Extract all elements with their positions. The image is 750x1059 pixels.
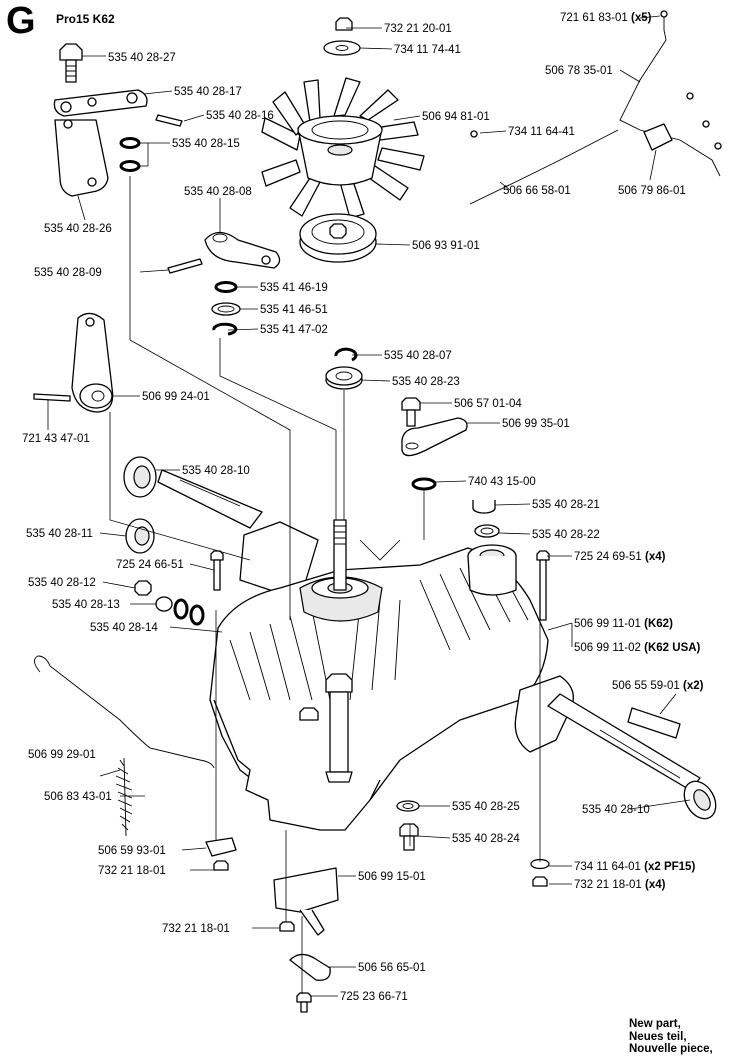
callout-label: 732 21 18-01 (x4) [574,879,666,891]
callout-label: 732 21 18-01 [98,865,166,877]
callout-label: 506 99 24-01 [142,391,210,403]
callout-label: 535 40 28-22 [532,529,600,541]
o-rings-part [119,137,141,172]
callout-label: 535 40 28-11 [26,528,93,540]
leader-lines [47,15,691,997]
rod-spring-part [34,655,215,837]
callout-label: 740 43 15-00 [468,476,536,488]
callout-label: 506 99 11-01 (K62) [574,618,673,630]
callout-label: 725 24 66-51 [116,559,184,571]
callout-label: 721 61 83-01 (x5) [560,12,652,24]
callout-label: 535 40 28-16 [206,110,274,122]
callout-label: 725 24 69-51 (x4) [574,551,666,563]
callout-label: 506 99 15-01 [358,871,426,883]
control-lever-part [33,312,114,413]
callout-label: 535 40 28-21 [532,499,600,511]
legend-line: Neues teil, [629,1030,687,1043]
callout-label: 535 40 28-27 [108,52,176,64]
callout-label: 535 40 28-07 [384,350,452,362]
washers-left-part [134,580,205,626]
long-bolts-part [210,550,550,621]
callout-label: 535 40 28-26 [44,223,112,235]
callout-label: 734 11 64-01 (x2 PF15) [574,861,695,873]
bracket-plate-part [54,119,109,197]
callout-label: 506 66 58-01 [503,185,571,197]
callout-label: 535 40 28-10 [582,804,650,816]
axle-right-part [547,693,717,820]
callout-label: 535 40 28-08 [184,186,252,198]
callout-label: 535 41 46-19 [260,282,328,294]
cooling-fan-part [261,77,425,219]
callout-label: 506 99 11-02 (K62 USA) [574,642,701,654]
callout-label: 535 41 47-02 [260,324,328,336]
callout-label: 506 99 29-01 [28,749,96,761]
ring-clip-parts [211,281,363,390]
callout-label: 732 21 20-01 [384,23,452,35]
seal-left-part [123,456,157,554]
new-part-legend: New part, Neues teil, Nouvelle piece, [629,1018,713,1056]
legend-line: New part, [629,1018,681,1030]
callout-label: 506 94 81-01 [422,111,490,123]
part-callouts: 732 21 20-01 734 11 74-41 721 61 83-01 (… [22,12,704,1003]
callout-label: 535 40 28-23 [392,376,460,388]
callout-label: 506 99 35-01 [502,418,570,430]
plug-washer-part [472,500,500,538]
callout-label: 734 11 64-41 [508,126,575,138]
callout-label: 725 23 66-71 [340,991,408,1003]
callout-label: 506 55 59-01 (x2) [612,680,704,692]
callout-label: 506 57 01-04 [454,398,522,410]
section-letter: G [6,0,36,42]
callout-label: 535 40 28-17 [174,86,242,98]
callout-label: 535 41 46-51 [260,304,328,316]
callout-label: 535 40 28-15 [172,138,240,150]
callout-label: 506 83 43-01 [44,791,112,803]
axle-left-part [157,469,263,529]
callout-label: 506 56 65-01 [358,962,426,974]
bolt-part [59,43,83,83]
callout-label: 506 59 93-01 [98,845,166,857]
shift-rod-part [469,10,722,205]
callout-label: 535 40 28-24 [452,833,520,845]
pulley-part [299,213,377,263]
legend-line: Nouvelle piece, [629,1043,713,1055]
callout-label: 721 43 47-01 [22,433,90,445]
callout-label: 732 21 18-01 [162,923,230,935]
callout-label: 734 11 74-41 [394,44,461,56]
callout-label: 535 40 28-25 [452,801,520,813]
callout-label: 506 79 86-01 [618,185,686,197]
fan-nut-part [323,17,361,56]
transaxle-housing-part [209,519,574,831]
bottom-hardware-part [205,800,550,1013]
callout-label: 535 40 28-09 [34,267,102,279]
model-title: Pro15 K62 [56,12,115,26]
shift-arm-part [167,231,281,274]
callout-label: 506 93 91-01 [412,240,480,252]
callout-label: 535 40 28-13 [52,599,120,611]
callout-label: 535 40 28-14 [90,622,158,634]
callout-label: 506 78 35-01 [545,65,613,77]
callout-label: 535 40 28-10 [182,465,250,477]
lever-arm-part [53,89,183,127]
drain-bolt-part [401,397,468,491]
callout-label: 535 40 28-12 [28,577,96,589]
